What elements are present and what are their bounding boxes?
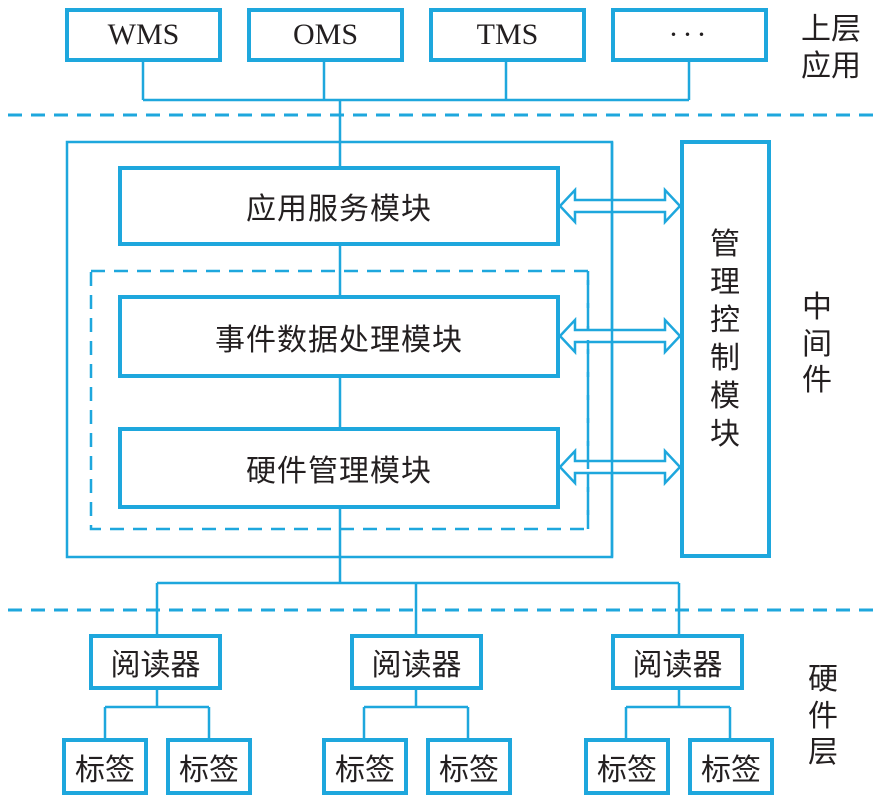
module-control-label: 管 理 控 制 模 块 — [710, 226, 741, 455]
container-edge-overlay — [586, 142, 614, 557]
tag-box: 标签 — [426, 738, 512, 795]
app-box-wms: WMS — [65, 8, 222, 62]
reader-label: 阅读器 — [110, 648, 201, 683]
module-hardware-mgmt: 硬件管理模块 — [118, 427, 560, 509]
tag-label: 标签 — [597, 752, 657, 788]
tag-label: 标签 — [439, 752, 499, 788]
tag-box: 标签 — [62, 738, 148, 795]
layer-label-char: 件 — [802, 363, 832, 399]
app-box-more: ··· — [611, 8, 768, 62]
module-app-service: 应用服务模块 — [118, 166, 560, 246]
layer-label-upper: 上层 应用 — [801, 12, 861, 85]
reader-tag-links — [103, 688, 732, 740]
module-label: 硬件管理模块 — [246, 454, 432, 489]
tag-label: 标签 — [335, 752, 395, 788]
arrow-app-service-control — [558, 186, 682, 226]
app-label-ellipsis: ··· — [668, 18, 711, 51]
layer-label-char: 中 — [802, 290, 832, 325]
tag-box: 标签 — [584, 738, 670, 795]
module-char: 控 — [710, 302, 741, 338]
arrow-event-data-control — [558, 316, 682, 356]
arrow-hardware-mgmt-control — [558, 447, 682, 487]
app-label: TMS — [476, 18, 539, 51]
layer-label-line: 上层 — [801, 12, 861, 47]
tag-box: 标签 — [322, 738, 408, 795]
layer-label-middleware: 中 间 件 — [802, 290, 832, 400]
reader-label: 阅读器 — [632, 648, 723, 683]
module-char: 管 — [710, 226, 741, 262]
layer-label-line: 应用 — [801, 48, 861, 84]
layer-label-char: 间 — [802, 326, 832, 362]
module-label: 事件数据处理模块 — [215, 322, 463, 358]
reader-box: 阅读器 — [611, 634, 744, 690]
reader-label: 阅读器 — [371, 648, 462, 683]
module-char: 块 — [710, 417, 741, 453]
tag-box: 标签 — [688, 738, 774, 795]
reader-box: 阅读器 — [350, 634, 483, 690]
tag-box: 标签 — [166, 738, 252, 795]
app-box-oms: OMS — [247, 8, 404, 62]
hardware-bus — [155, 581, 681, 636]
app-bus — [141, 60, 691, 168]
module-label: 应用服务模块 — [246, 192, 432, 227]
app-label: WMS — [107, 18, 180, 51]
reader-box: 阅读器 — [89, 634, 222, 690]
module-char: 理 — [710, 264, 741, 300]
tag-label: 标签 — [179, 752, 239, 788]
module-char: 模 — [710, 379, 741, 415]
layer-label-hardware: 硬 件 层 — [808, 662, 838, 772]
module-event-data: 事件数据处理模块 — [118, 295, 560, 378]
app-box-tms: TMS — [429, 8, 586, 62]
module-char: 制 — [710, 341, 741, 376]
tag-label: 标签 — [701, 752, 761, 788]
layer-label-char: 硬 — [808, 662, 838, 697]
module-control: 管 理 控 制 模 块 — [680, 140, 771, 558]
layer-label-char: 层 — [808, 735, 838, 771]
tag-label: 标签 — [75, 752, 135, 788]
app-label: OMS — [292, 18, 359, 51]
layer-label-char: 件 — [808, 698, 838, 734]
